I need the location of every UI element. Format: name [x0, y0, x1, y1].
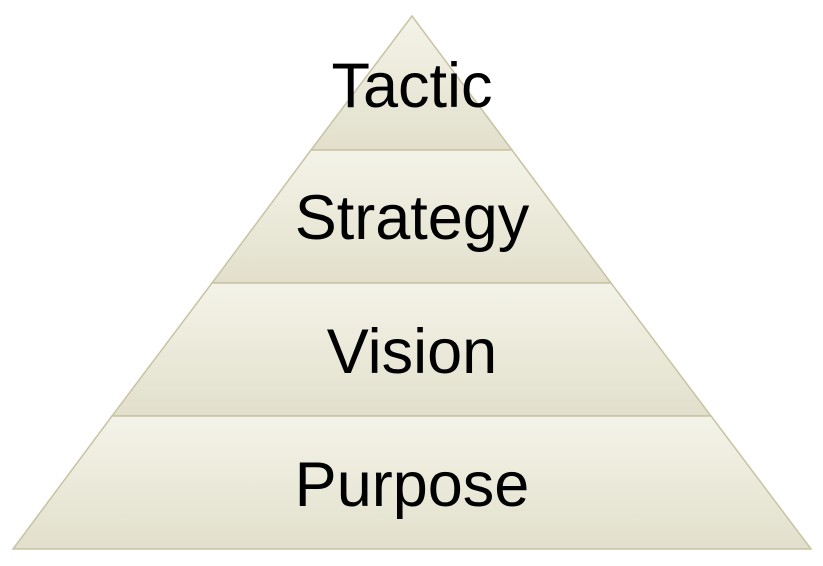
- tier-label-vision: Vision: [327, 317, 497, 387]
- pyramid-tier-purpose: Purpose: [11, 415, 813, 550]
- pyramid-tier-vision: Vision: [110, 282, 713, 417]
- tier-label-purpose: Purpose: [295, 450, 530, 520]
- tier-label-strategy: Strategy: [295, 183, 530, 253]
- tier-shape-purpose: [11, 415, 813, 550]
- tier-label-tactic: Tactic: [331, 51, 492, 121]
- pyramid-tier-tactic: Tactic: [309, 14, 514, 151]
- pyramid-tier-strategy: Strategy: [210, 149, 613, 284]
